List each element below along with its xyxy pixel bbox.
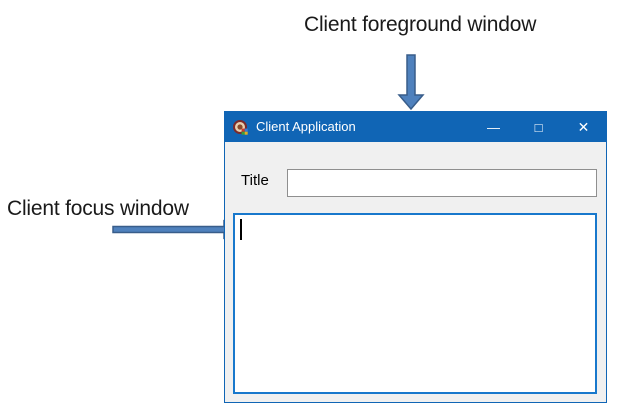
body-textarea[interactable] [233, 213, 597, 394]
application-logo-icon [233, 119, 248, 135]
client-application-window: Client Application — □ ✕ Title [224, 111, 607, 403]
window-title: Client Application [256, 119, 356, 134]
maximize-button[interactable]: □ [534, 119, 543, 135]
close-button[interactable]: ✕ [577, 118, 590, 135]
text-caret [240, 219, 242, 240]
title-input[interactable] [287, 169, 597, 197]
right-arrow-icon [112, 219, 240, 240]
title-field-label: Title [241, 172, 269, 189]
window-titlebar[interactable]: Client Application — □ ✕ [225, 112, 606, 142]
down-arrow-icon [397, 54, 425, 110]
focus-window-label: Client focus window [7, 197, 189, 220]
foreground-window-label: Client foreground window [304, 13, 537, 36]
minimize-button[interactable]: — [487, 119, 500, 135]
window-controls: — □ ✕ [471, 112, 606, 142]
window-body: Title [225, 142, 606, 402]
